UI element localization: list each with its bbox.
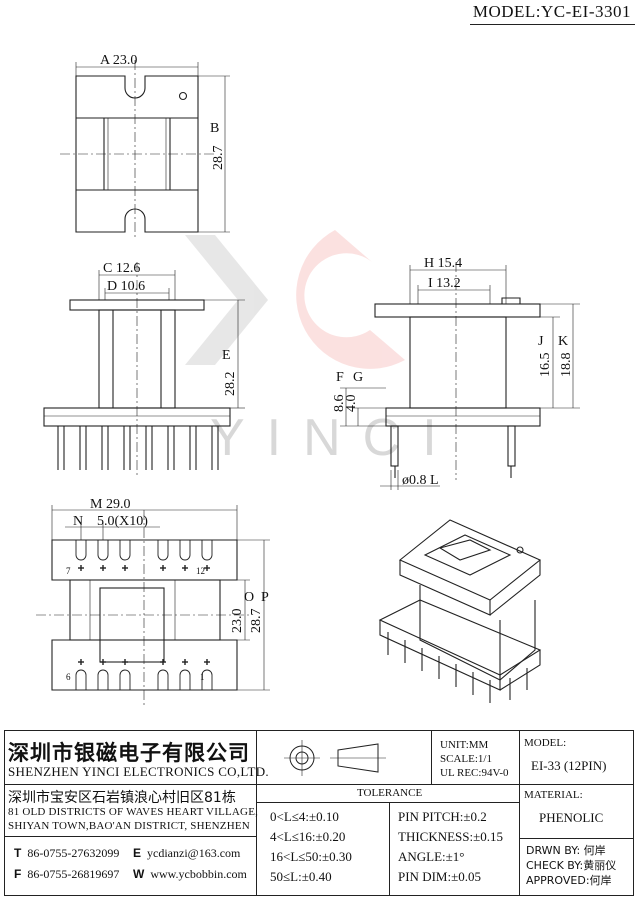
web-label: W: [133, 867, 145, 881]
contact-tel: T 86-0755-27632099: [14, 846, 119, 861]
dim-K-val: 18.8: [559, 353, 574, 378]
dim-B-val: 28.7: [211, 146, 226, 171]
front-view: [43, 262, 245, 478]
dim-B: B: [210, 121, 219, 136]
tb-line: [4, 784, 634, 786]
technical-drawing: YINCI: [36, 53, 580, 705]
company-name-en: SHENZHEN YINCI ELECTRONICS CO,LTD.: [8, 764, 269, 779]
dim-J-val: 16.5: [538, 353, 553, 378]
company-name-cn: 深圳市银磁电子有限公司: [8, 741, 250, 765]
dim-O-val: 23.0: [230, 609, 245, 634]
dim-G: G: [353, 370, 363, 385]
tolerance-title: TOLERANCE: [357, 787, 423, 799]
side-view: [340, 262, 580, 490]
ul-rec-text: UL REC:94V-0: [440, 767, 509, 779]
thickness: THICKNESS:±0.15: [398, 829, 504, 844]
tb-line: [519, 730, 521, 896]
dim-E: E: [222, 348, 231, 363]
email-label: E: [133, 846, 142, 860]
dim-N: N: [73, 514, 83, 529]
dim-H: H 15.4: [424, 256, 462, 271]
bottom-view: [36, 505, 270, 705]
dim-K: K: [558, 334, 568, 349]
approved-by: APPROVED:何岸: [526, 874, 612, 887]
tel-label: T: [14, 846, 22, 860]
dim-I: I 13.2: [428, 276, 461, 291]
dim-N-val: 5.0(X10): [97, 514, 148, 529]
front-pins: [57, 426, 219, 470]
model-header: MODEL:YC-EI-3301: [473, 2, 631, 22]
angle: ANGLE:±1°: [398, 849, 465, 864]
isometric-view: [378, 519, 542, 703]
tol-row-1: 0<L≤4:±0.10: [270, 809, 339, 824]
top-view: [60, 60, 230, 240]
dim-P-val: 28.7: [249, 609, 264, 634]
pin-pitch: PIN PITCH:±0.2: [398, 809, 487, 824]
dim-G-val: 4.0: [344, 395, 359, 413]
model-header-value: YC-EI-3301: [541, 2, 631, 21]
dim-C: C 12.6: [103, 261, 140, 276]
watermark-logo: [185, 230, 405, 369]
bottom-top-notches: [75, 540, 213, 561]
pin-12-label: 12: [196, 566, 205, 576]
dim-M: M 29.0: [90, 497, 130, 512]
bottom-bottom-notches: [75, 669, 213, 690]
tb-model-label: MODEL:: [524, 737, 567, 749]
unit-text: UNIT:MM: [440, 739, 489, 751]
watermark-text: YINCI: [210, 409, 459, 467]
fax-label: F: [14, 867, 22, 881]
title-block: [4, 730, 634, 896]
tb-line: [4, 836, 256, 838]
dim-L: ø0.8 L: [402, 473, 439, 488]
dim-E-val: 28.2: [223, 372, 238, 397]
tb-line: [389, 802, 390, 896]
dim-F-val: 8.6: [332, 395, 347, 413]
model-header-label: MODEL:: [472, 2, 542, 21]
address-en-line2: SHIYAN TOWN,BAO'AN DISTRICT, SHENZHEN: [8, 820, 250, 832]
bottom-pin-marks: [78, 565, 210, 665]
contact-fax: F 86-0755-26819697: [14, 867, 119, 882]
isometric-pins: [387, 632, 528, 703]
tb-line: [519, 838, 634, 840]
material-label: MATERIAL:: [524, 789, 583, 801]
tol-row-4: 50≤L:±0.40: [270, 869, 332, 884]
tol-row-3: 16<L≤50:±0.30: [270, 849, 352, 864]
fax-value: 86-0755-26819697: [27, 867, 120, 881]
email-value: ycdianzi@163.com: [147, 846, 241, 860]
pin-dim: PIN DIM:±0.05: [398, 869, 481, 884]
pin-1-label: 1: [200, 672, 205, 682]
dim-F: F: [336, 370, 344, 385]
dim-O: O: [244, 590, 254, 605]
projection-symbol-icon: [284, 740, 386, 776]
pin-7-label: 7: [66, 566, 71, 576]
material-value: PHENOLIC: [539, 810, 604, 825]
address-cn: 深圳市宝安区石岩镇浪心村旧区81栋: [8, 790, 236, 806]
checked-by: CHECK BY:黄丽仪: [526, 859, 617, 872]
dim-P: P: [261, 590, 269, 605]
tb-model-value: EI-33 (12PIN): [531, 758, 607, 773]
scale-text: SCALE:1/1: [440, 753, 492, 765]
dim-A: A 23.0: [100, 53, 137, 68]
dim-J: J: [538, 334, 544, 349]
tb-line: [431, 730, 433, 784]
pin-6-label: 6: [66, 672, 71, 682]
address-en-line1: 81 OLD DISTRICTS OF WAVES HEART VILLAGE,: [8, 806, 259, 818]
tel-value: 86-0755-27632099: [27, 846, 120, 860]
tb-line: [256, 730, 258, 896]
tb-line: [256, 802, 519, 803]
model-header-underline: [470, 24, 635, 25]
dim-D: D 10.6: [107, 279, 145, 294]
tol-row-2: 4<L≤16:±0.20: [270, 829, 346, 844]
web-value: www.ycbobbin.com: [150, 867, 247, 881]
drawn-by: DRWN BY: 何岸: [526, 844, 606, 857]
